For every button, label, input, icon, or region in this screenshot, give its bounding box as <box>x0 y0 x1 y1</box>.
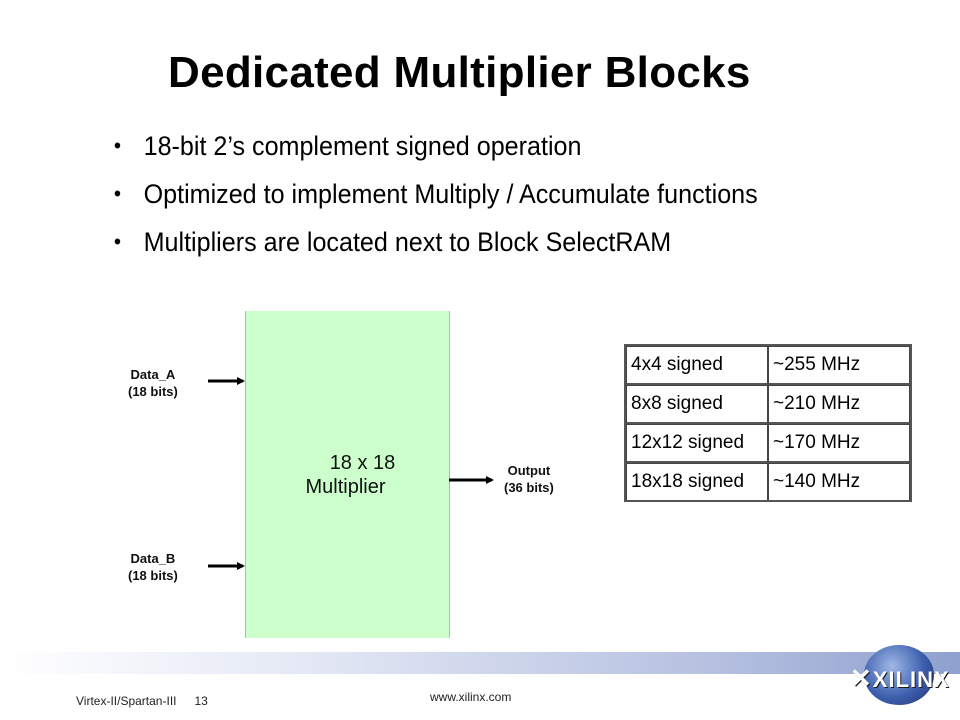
multiplier-size: 18 x 18 <box>329 452 396 474</box>
globe-icon <box>864 645 934 705</box>
slide-title: Dedicated Multiplier Blocks <box>168 48 751 97</box>
multiplier-name: Multiplier <box>305 476 386 498</box>
bullet-dot-icon: • <box>113 229 122 254</box>
table-cell-mode: 18x18 signed <box>626 463 768 500</box>
x-mark-icon: ✕ <box>850 663 873 693</box>
table-cell-mode: 8x8 signed <box>626 385 768 424</box>
table-cell-speed: ~255 MHz <box>768 346 910 385</box>
input-a-name: Data_A <box>130 367 176 382</box>
logo-text: XILINX <box>872 667 950 692</box>
output-name: Output <box>507 463 551 478</box>
bullet-item: • 18-bit 2’s complement signed operation <box>112 122 758 170</box>
input-a-label: Data_A (18 bits) <box>128 366 178 400</box>
table-row: 8x8 signed ~210 MHz <box>626 385 910 424</box>
input-a-width: (18 bits) <box>128 384 178 399</box>
page-number: 13 <box>194 694 208 708</box>
bullet-item: • Multipliers are located next to Block S… <box>112 218 758 266</box>
performance-table: 4x4 signed ~255 MHz 8x8 signed ~210 MHz … <box>624 344 912 502</box>
bullet-dot-icon: • <box>113 181 122 206</box>
footer-course-name: Virtex-II/Spartan-III <box>76 694 177 708</box>
bullet-item: • Optimized to implement Multiply / Accum… <box>112 170 758 218</box>
footer-url: www.xilinx.com <box>430 690 512 704</box>
table-row: 4x4 signed ~255 MHz <box>626 346 910 385</box>
bullet-text: 18-bit 2’s complement signed operation <box>143 131 582 161</box>
table-cell-speed: ~140 MHz <box>768 463 910 500</box>
multiplier-label: 18 x 18 Multiplier <box>246 451 449 499</box>
table-row: 18x18 signed ~140 MHz <box>626 463 910 500</box>
bullet-text: Multipliers are located next to Block Se… <box>143 227 672 257</box>
input-b-width: (18 bits) <box>128 568 178 583</box>
input-b-label: Data_B (18 bits) <box>128 550 178 584</box>
table-cell-speed: ~170 MHz <box>768 424 910 463</box>
input-b-name: Data_B <box>130 551 176 566</box>
table-row: 12x12 signed ~170 MHz <box>626 424 910 463</box>
xilinx-logo: ✕XILINX <box>850 645 950 705</box>
footer-bar <box>0 652 960 674</box>
table-cell-mode: 4x4 signed <box>626 346 768 385</box>
multiplier-block: 18 x 18 Multiplier <box>245 311 450 638</box>
footer-course-label: Virtex-II/Spartan-III 13 <box>76 694 208 708</box>
bullet-list: •18-bit 2’s complement signed operation … <box>112 122 806 266</box>
xilinx-wordmark: ✕XILINX <box>850 663 950 694</box>
bullet-text: Optimized to implement Multiply / Accumu… <box>143 179 758 209</box>
output-label: Output (36 bits) <box>504 462 554 496</box>
bullet-dot-icon: • <box>113 133 122 158</box>
output-width: (36 bits) <box>504 480 554 495</box>
table-cell-mode: 12x12 signed <box>626 424 768 463</box>
table-cell-speed: ~210 MHz <box>768 385 910 424</box>
